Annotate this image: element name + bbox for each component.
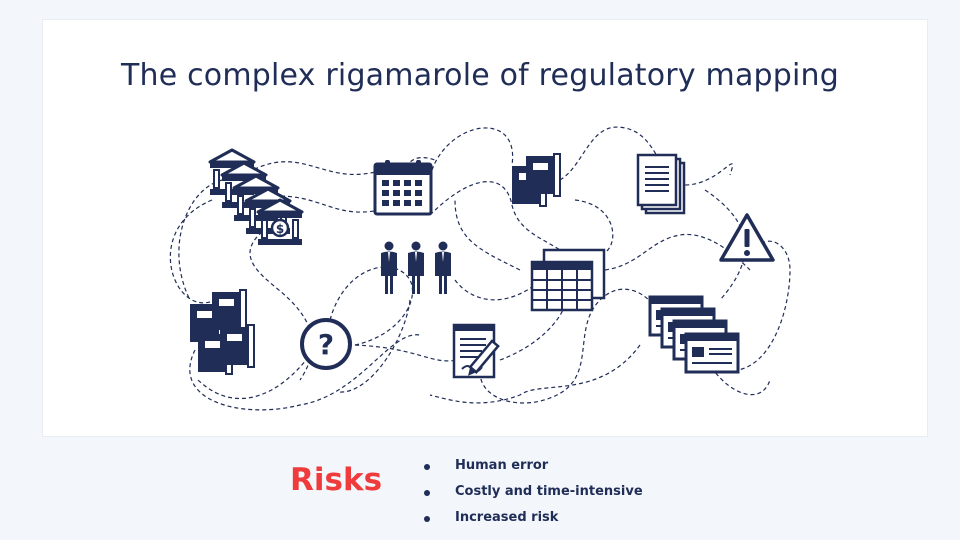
books-icon bbox=[511, 153, 561, 207]
people-icon bbox=[381, 241, 451, 294]
risk-item-label: Costly and time-intensive bbox=[455, 484, 643, 499]
risk-list: Human error Costly and time-intensive In… bbox=[424, 455, 643, 533]
warning-icon bbox=[719, 213, 775, 262]
spreadsheet-icon bbox=[530, 248, 606, 312]
browser-windows-icon bbox=[648, 295, 740, 374]
risk-item: Increased risk bbox=[424, 507, 643, 533]
risk-item: Costly and time-intensive bbox=[424, 481, 643, 507]
question-icon: ? bbox=[300, 318, 352, 370]
svg-text:$: $ bbox=[276, 222, 284, 236]
svg-text:?: ? bbox=[318, 328, 334, 361]
slide-title: The complex rigamarole of regulatory map… bbox=[120, 58, 840, 93]
contract-signing-icon bbox=[452, 323, 500, 379]
documents-icon bbox=[636, 153, 686, 215]
risks-heading: Risks bbox=[290, 462, 383, 498]
risk-item-label: Increased risk bbox=[455, 510, 559, 525]
calendar-icon bbox=[373, 160, 433, 216]
risk-item: Human error bbox=[424, 455, 643, 481]
bullet-icon bbox=[424, 490, 430, 496]
risk-item-label: Human error bbox=[455, 458, 549, 473]
bullet-icon bbox=[424, 464, 430, 470]
bank-buildings-icon: $ bbox=[208, 148, 304, 247]
bullet-icon bbox=[424, 516, 430, 522]
